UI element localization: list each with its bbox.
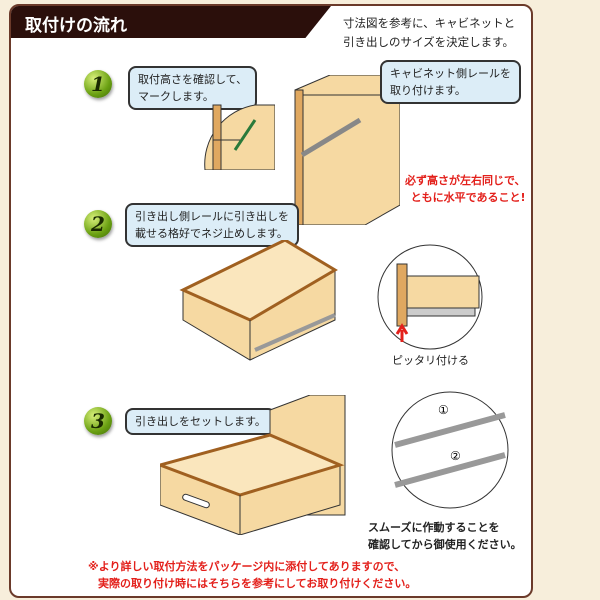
step-1-badge: 1 <box>84 70 112 98</box>
drawer-insert-illustration <box>160 395 346 535</box>
step-1-rail-bubble: キャビネット側レールを取り付けます。 <box>380 60 521 104</box>
step-2-line-2: 載せる格好でネジ止めします。 <box>135 227 288 240</box>
step-3-bubble: 引き出しをセットします。 <box>125 408 276 435</box>
footer-line-2: 実際の取り付け時にはそちらを参考にしてお取り付けください。 <box>98 577 417 590</box>
rail-line-2: 取り付けます。 <box>390 84 466 97</box>
step-2-badge: 2 <box>84 210 112 238</box>
header-title: 取付けの流れ <box>25 16 127 36</box>
header-banner: 取付けの流れ <box>11 6 331 38</box>
mark-height-illustration <box>204 104 275 170</box>
intro-line-1: 寸法図を参考に、キャビネットと <box>343 16 516 30</box>
cabinet-illustration <box>294 75 400 225</box>
flush-detail-circle <box>377 244 483 350</box>
step-3-line-1: 引き出しをセットします。 <box>135 415 266 428</box>
warning-line-2: ともに水平であること! <box>410 191 526 204</box>
step-3-badge: 3 <box>84 407 112 435</box>
marker-2: ② <box>450 449 461 463</box>
rail-line-1: キャビネット側レールを <box>390 67 511 80</box>
intro-line-2: 引き出しのサイズを決定します。 <box>343 35 515 49</box>
level-warning: 必ず高さが左右同じで、ともに水平であること! <box>405 172 526 206</box>
marker-1: ① <box>438 403 449 417</box>
step-1-bubble: 取付高さを確認して、マークします。 <box>128 66 258 110</box>
note-line-1: スムーズに作動することを <box>368 521 500 534</box>
intro-text: 寸法図を参考に、キャビネットと引き出しのサイズを決定します。 <box>343 14 515 52</box>
warning-line-1: 必ず高さが左右同じで、 <box>405 174 526 187</box>
drawer-illustration <box>179 240 338 361</box>
flush-callout: ピッタリ付ける <box>392 354 469 367</box>
footer-note: ※より詳しい取付方法をパッケージ内に添付してありますので、実際の取り付け時にはそ… <box>88 558 416 592</box>
step-2-bubble: 引き出し側レールに引き出しを載せる格好でネジ止めします。 <box>125 203 299 247</box>
step-2-line-1: 引き出し側レールに引き出しを <box>135 210 289 223</box>
note-line-2: 確認してから御使用ください。 <box>368 538 522 551</box>
footer-line-1: ※より詳しい取付方法をパッケージ内に添付してありますので、 <box>88 560 406 573</box>
rail-detail-circle: ① ② <box>391 391 509 509</box>
step-1-line-1: 取付高さを確認して、 <box>138 73 248 86</box>
step-1-line-2: マークします。 <box>138 90 214 103</box>
smooth-operation-note: スムーズに作動することを確認してから御使用ください。 <box>368 519 522 553</box>
